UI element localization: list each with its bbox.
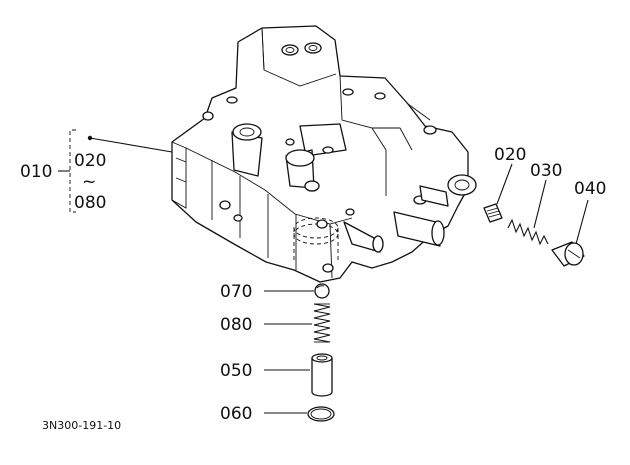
label-040: 040 <box>574 179 606 199</box>
part-spring-vertical[interactable] <box>313 303 331 343</box>
part-seat[interactable] <box>483 203 503 223</box>
part-oring[interactable] <box>307 406 335 422</box>
label-020: 020 <box>494 145 526 165</box>
part-plug[interactable] <box>551 241 585 267</box>
label-020-range: 020 <box>74 151 106 171</box>
label-070: 070 <box>220 282 252 302</box>
label-030: 030 <box>530 161 562 181</box>
label-010: 010 <box>20 162 52 182</box>
label-range-sep: ~ <box>82 172 96 192</box>
drawing-code: 3N300-191-10 <box>42 419 121 432</box>
part-ball[interactable] <box>314 283 330 299</box>
part-plunger[interactable] <box>311 353 333 397</box>
part-spring-horizontal[interactable] <box>507 218 549 246</box>
label-060: 060 <box>220 404 252 424</box>
callout-assembly: 010 020 ~ 080 <box>20 129 173 213</box>
label-080-range: 080 <box>74 193 106 213</box>
label-080: 080 <box>220 315 252 335</box>
valve-housing-assembly[interactable] <box>171 25 477 283</box>
label-050: 050 <box>220 361 252 381</box>
